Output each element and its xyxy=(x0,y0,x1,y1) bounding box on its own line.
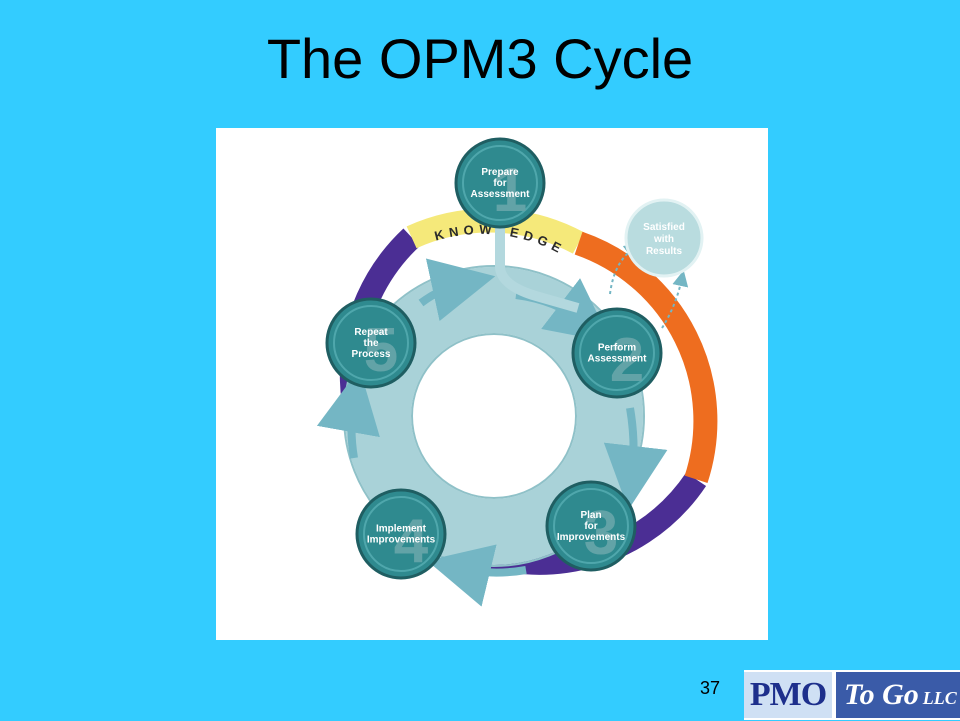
flow-arrow xyxy=(426,544,527,607)
step-label-line: Assessment xyxy=(588,354,648,365)
step-label-line: Prepare xyxy=(481,167,519,178)
step-label-line: the xyxy=(364,338,379,349)
step-label-line: Repeat xyxy=(354,327,388,338)
assessment-band xyxy=(574,231,718,484)
step-circle-inner xyxy=(579,315,655,391)
flow-arrow xyxy=(603,407,668,510)
step-number: 5 xyxy=(364,316,398,385)
logo-to-go-text: To Go xyxy=(844,678,919,711)
step-label-line: Improvements xyxy=(367,535,436,546)
step-label-line: for xyxy=(493,178,506,189)
ring-inner-edge xyxy=(411,333,577,499)
logo-llc: LLC xyxy=(922,688,957,708)
step-circle xyxy=(325,297,417,389)
slide-title: The OPM3 Cycle xyxy=(266,27,694,90)
step-circle-inner xyxy=(462,145,538,221)
step-number: 3 xyxy=(584,499,618,568)
satisfied-label-line: Results xyxy=(646,246,683,257)
step-label-line: Assessment xyxy=(471,189,531,200)
satisfied-label-line: Satisfied xyxy=(643,222,685,233)
step-circle xyxy=(454,137,546,229)
step-number: 1 xyxy=(493,156,527,225)
satisfied-label-line: with xyxy=(653,234,674,245)
step-circle-inner xyxy=(333,305,409,381)
step-circle xyxy=(571,307,663,399)
step-circle xyxy=(545,480,637,572)
step-number: 2 xyxy=(610,326,644,395)
step-circle-inner xyxy=(363,496,439,572)
flow-arrow xyxy=(316,368,380,459)
slide-number: 37 xyxy=(699,678,721,698)
step-label-line: Perform xyxy=(598,343,636,354)
step-label-line: Plan xyxy=(580,510,601,521)
flow-arrow xyxy=(418,258,496,322)
logo-pmo: PMO xyxy=(744,672,832,718)
step-label-line: for xyxy=(584,521,597,532)
step-circle-inner xyxy=(553,488,629,564)
step-number: 4 xyxy=(394,507,429,576)
step-label-line: Process xyxy=(352,349,391,360)
step-circle xyxy=(355,488,447,580)
step1-connector xyxy=(495,228,580,313)
step-label-line: Improvements xyxy=(557,532,626,543)
from-satisfied-arrow xyxy=(661,270,689,329)
step-label-line: Implement xyxy=(376,524,427,535)
cycle-svg: KNOWLEDGE ASSESSMENT IMPROVEMENT Satisfi… xyxy=(306,137,718,607)
opm3-cycle-diagram: KNOWLEDGE ASSESSMENT IMPROVEMENT Satisfi… xyxy=(216,128,768,640)
